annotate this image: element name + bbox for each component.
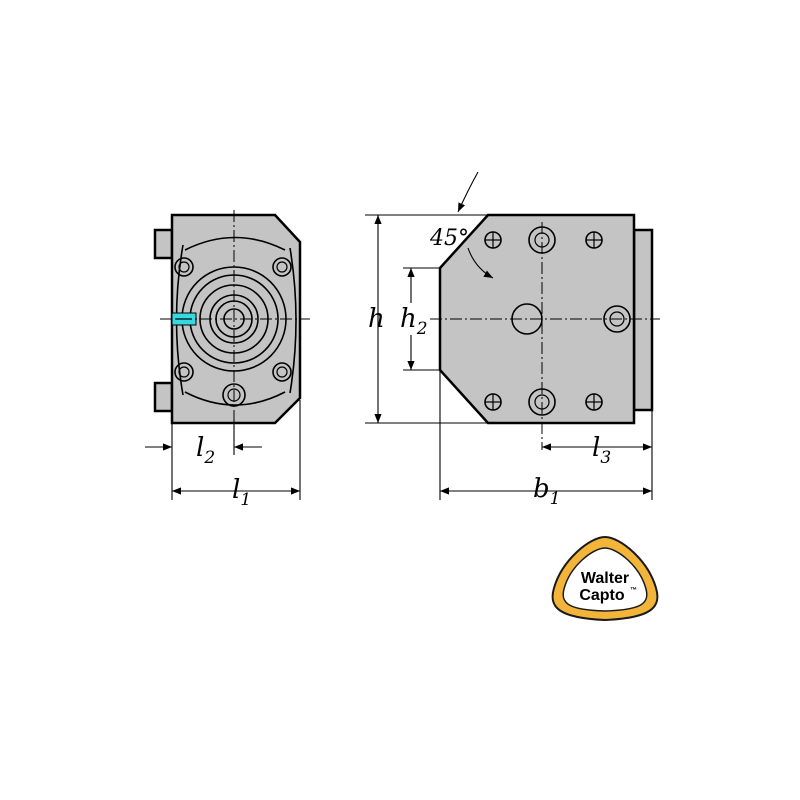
svg-text:Capto: Capto	[579, 587, 625, 604]
flange-arc-right	[289, 247, 297, 394]
side-bolt-3	[585, 231, 603, 249]
front-view	[153, 210, 310, 430]
clamp-tab-bottom	[153, 381, 174, 413]
flange-arc-bottom	[184, 391, 286, 406]
label-l1: l1	[232, 475, 251, 510]
side-bolt-6	[484, 393, 502, 411]
svg-text:h: h	[368, 304, 385, 334]
side-back-plate	[632, 228, 654, 412]
clamp-tab-top	[153, 228, 174, 260]
bolt-top-right	[272, 257, 292, 277]
label-l3: l3	[592, 433, 611, 468]
flange-arc-top	[184, 236, 286, 251]
svg-text:™: ™	[630, 587, 637, 594]
label-angle: 45°	[429, 226, 469, 251]
dimension-lines	[145, 171, 653, 500]
logo-inner-shape	[562, 547, 648, 612]
svg-text:l3: l3	[592, 433, 611, 468]
svg-text:l1: l1	[232, 475, 251, 510]
side-bolt-1	[484, 231, 502, 249]
bolt-bottom-left	[174, 362, 194, 382]
label-h: h	[368, 304, 385, 334]
walter-capto-logo: Walter Capto ™	[551, 535, 659, 622]
side-bolt-8	[585, 393, 603, 411]
label-l2: l2	[196, 433, 215, 468]
svg-text:Walter: Walter	[581, 570, 629, 587]
label-h2: h2	[400, 304, 428, 339]
bolt-bottom-right	[272, 362, 292, 382]
svg-text:l2: l2	[196, 433, 215, 468]
svg-text:b1: b1	[533, 474, 560, 509]
bolt-top-left	[174, 257, 194, 277]
svg-text:h2: h2	[400, 304, 428, 339]
label-b1: b1	[533, 474, 560, 509]
svg-text:45°: 45°	[429, 226, 469, 251]
